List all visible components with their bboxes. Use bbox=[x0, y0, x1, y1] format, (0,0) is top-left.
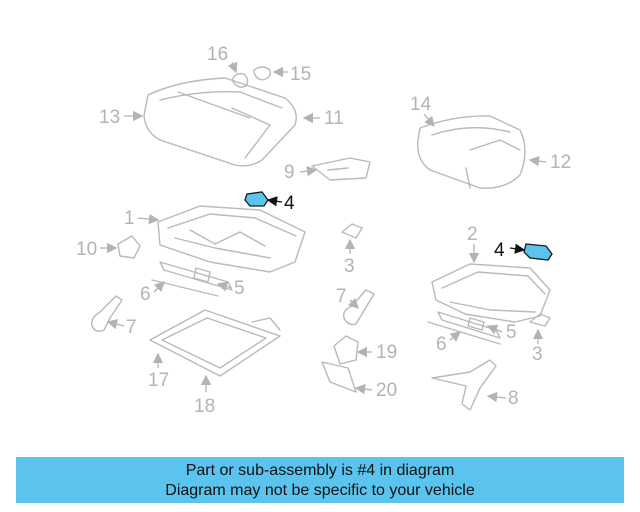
bracket-part-7-center bbox=[342, 289, 375, 326]
leader-lines bbox=[100, 61, 547, 403]
callout-6-right: 6 bbox=[436, 334, 447, 355]
caption-bar: Part or sub-assembly is #4 in diagram Di… bbox=[16, 457, 624, 503]
callout-3-center: 3 bbox=[344, 256, 355, 277]
callout-12: 12 bbox=[550, 152, 571, 173]
seat-frame-left bbox=[157, 205, 306, 273]
callout-4-right: 4 bbox=[494, 240, 505, 261]
bracket-part-19 bbox=[333, 335, 359, 365]
callout-6-left: 6 bbox=[140, 284, 151, 305]
callout-8: 8 bbox=[508, 388, 519, 409]
callout-7-center: 7 bbox=[336, 286, 347, 307]
callout-20: 20 bbox=[376, 380, 397, 401]
callout-3-right: 3 bbox=[532, 344, 543, 365]
callout-14: 14 bbox=[410, 94, 432, 115]
bracket-part-9 bbox=[311, 157, 371, 181]
clip-part-15 bbox=[253, 66, 272, 81]
rail-part-5-right bbox=[437, 311, 501, 339]
knob-part-3-center bbox=[341, 223, 363, 239]
callout-9: 9 bbox=[284, 162, 295, 183]
bracket-part-8 bbox=[431, 359, 497, 411]
clip-part-16 bbox=[231, 72, 249, 88]
callout-5-left: 5 bbox=[234, 278, 245, 299]
seat-cushion-left bbox=[143, 77, 297, 167]
callout-1: 1 bbox=[124, 208, 135, 229]
callouts: 16 15 13 11 9 4 14 12 1 10 5 6 7 3 2 4 5… bbox=[76, 44, 571, 417]
callout-5-right: 5 bbox=[506, 322, 517, 343]
parts-diagram: 16 15 13 11 9 4 14 12 1 10 5 6 7 3 2 4 5… bbox=[76, 44, 571, 417]
highlighted-part-4-left bbox=[244, 191, 269, 207]
callout-4-left: 4 bbox=[284, 193, 295, 214]
callout-17: 17 bbox=[148, 370, 169, 391]
caption-line-disclaimer: Diagram may not be specific to your vehi… bbox=[165, 482, 475, 499]
highlighted-part-4-right bbox=[523, 243, 553, 261]
caption-line-part-number: Part or sub-assembly is #4 in diagram bbox=[185, 462, 455, 479]
callout-18: 18 bbox=[194, 396, 215, 417]
knob-part-3-right bbox=[529, 313, 551, 327]
callout-11: 11 bbox=[324, 108, 344, 129]
seat-frame-right bbox=[431, 263, 551, 323]
rail-part-5-left bbox=[159, 261, 233, 291]
pad-part-17-18 bbox=[149, 309, 281, 377]
cover-part-10 bbox=[117, 235, 141, 259]
callout-13: 13 bbox=[99, 107, 120, 128]
callout-7-left: 7 bbox=[126, 317, 137, 338]
callout-10: 10 bbox=[76, 239, 97, 260]
bracket-part-7-left bbox=[90, 295, 123, 333]
callout-2: 2 bbox=[467, 224, 478, 245]
callout-16: 16 bbox=[207, 44, 228, 65]
callout-15: 15 bbox=[290, 64, 311, 85]
bracket-part-20 bbox=[321, 361, 357, 393]
wire-part-6-right bbox=[427, 321, 501, 345]
seat-cushion-right bbox=[417, 115, 526, 189]
callout-19: 19 bbox=[376, 342, 397, 363]
